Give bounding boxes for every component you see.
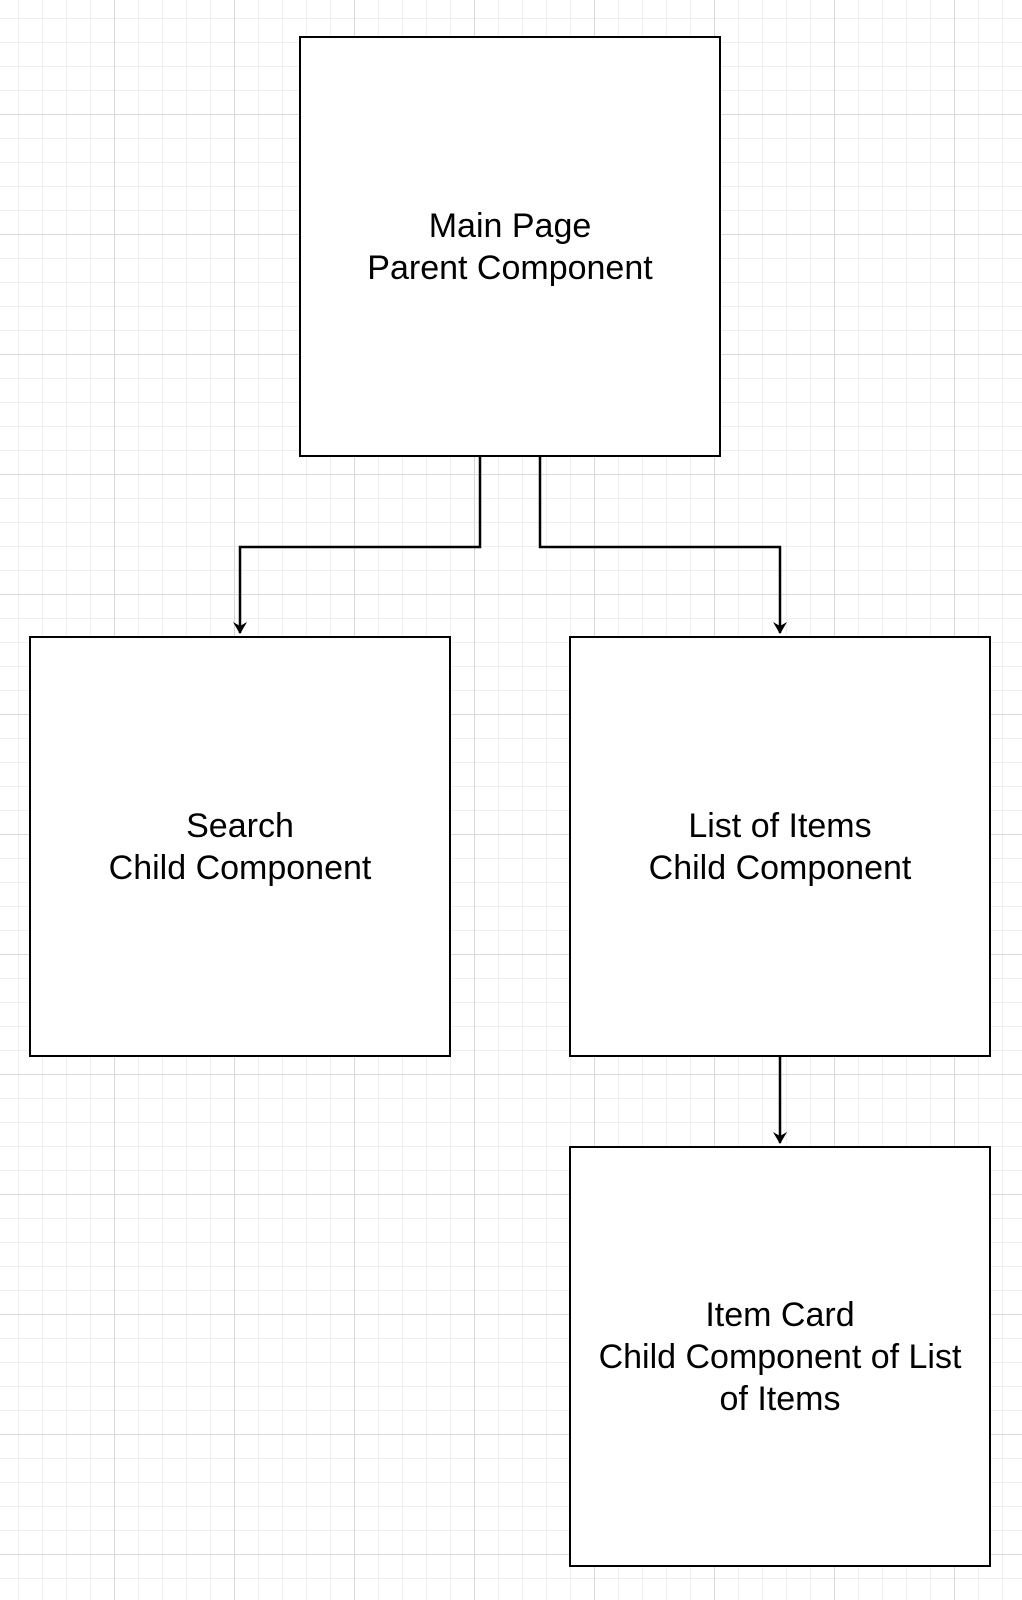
node-main-page[interactable]: Main Page Parent Component bbox=[299, 36, 721, 457]
node-title: Main Page bbox=[428, 206, 592, 245]
node-label: Item Card Child Component of List of Ite… bbox=[599, 1294, 962, 1420]
node-title: List of Items bbox=[688, 806, 872, 845]
node-title: Search bbox=[186, 806, 294, 845]
node-title: Item Card bbox=[705, 1295, 855, 1334]
node-label: Search Child Component bbox=[109, 805, 372, 889]
edge-main-to-search bbox=[233, 457, 482, 634]
node-item-card[interactable]: Item Card Child Component of List of Ite… bbox=[569, 1146, 991, 1567]
node-subtitle: Parent Component bbox=[367, 248, 653, 287]
node-search[interactable]: Search Child Component bbox=[29, 636, 451, 1057]
edge-main-to-list bbox=[538, 457, 787, 634]
node-label: List of Items Child Component bbox=[649, 805, 912, 889]
node-list-of-items[interactable]: List of Items Child Component bbox=[569, 636, 991, 1057]
node-subtitle: Child Component bbox=[108, 848, 372, 887]
node-subtitle: Child Component of List bbox=[598, 1337, 962, 1376]
node-subtitle-continued: of Items bbox=[719, 1379, 841, 1418]
node-label: Main Page Parent Component bbox=[367, 205, 652, 289]
node-subtitle: Child Component bbox=[648, 848, 912, 887]
